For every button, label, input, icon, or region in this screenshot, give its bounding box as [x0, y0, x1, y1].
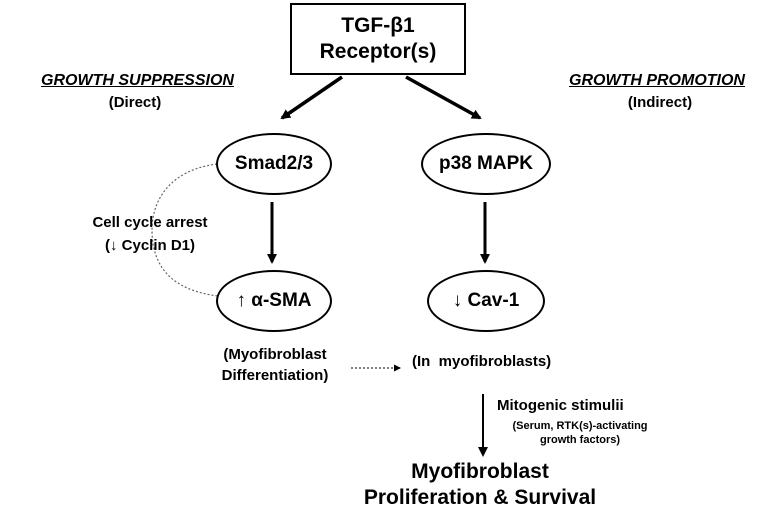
receptor-box: TGF-β1 Receptor(s) [290, 3, 466, 75]
dotted-brace [151, 163, 219, 297]
p38-node: p38 MAPK [421, 133, 551, 195]
mitogenic-detail-line1: (Serum, RTK(s)-activating [512, 420, 648, 432]
outcome-line1: Myofibroblast [411, 460, 549, 483]
outcome-line2: Proliferation & Survival [363, 486, 597, 509]
cell-cycle-arrest-line1: Cell cycle arrest [92, 214, 208, 231]
mitogenic-stimuli-title: Mitogenic stimulii [497, 397, 624, 414]
in-myofibroblasts-label: (In myofibroblasts) [412, 353, 552, 370]
myofibroblast-differentiation-line2: Differentiation) [221, 367, 329, 384]
growth-suppression-heading: GROWTH SUPPRESSION [41, 72, 234, 89]
smad-node: Smad2/3 [216, 133, 332, 195]
receptor-line1: TGF-β1 [341, 14, 415, 37]
cav1-node: ↓ Cav-1 [427, 270, 545, 332]
growth-suppression-subheading: (Direct) [108, 94, 162, 111]
arrow-receptor-to-p38 [405, 75, 482, 120]
growth-promotion-subheading: (Indirect) [627, 94, 693, 111]
growth-promotion-heading: GROWTH PROMOTION [569, 72, 745, 89]
mitogenic-detail-line2: growth factors) [539, 434, 621, 446]
receptor-line2: Receptor(s) [319, 40, 437, 63]
cell-cycle-arrest-line2: (↓ Cyclin D1) [104, 237, 195, 254]
arrow-receptor-to-smad [280, 75, 343, 120]
asma-node: ↑ α-SMA [216, 270, 332, 332]
myofibroblast-differentiation-line1: (Myofibroblast [223, 346, 327, 363]
